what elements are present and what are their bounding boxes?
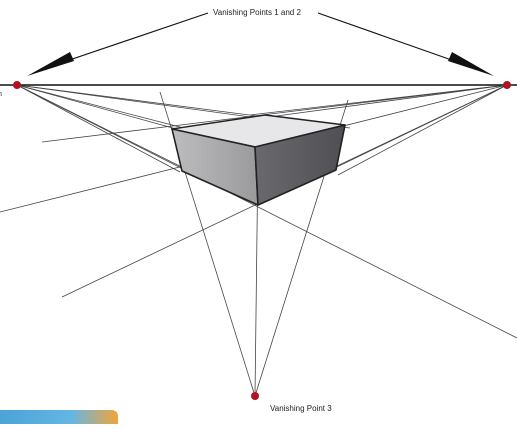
shaded-cube — [171, 114, 346, 206]
vp1-line — [16, 84, 517, 339]
vanishing-point-3 — [251, 392, 259, 400]
vp1-line — [16, 84, 181, 131]
vanishing-point-2 — [503, 81, 511, 89]
arrow-right-head — [448, 52, 494, 76]
vanishing-points-1-2-label: Vanishing Points 1 and 2 — [211, 8, 303, 18]
arrow-left-head — [27, 52, 74, 76]
vanishing-point-1 — [13, 81, 21, 89]
watermark-banner — [0, 410, 118, 424]
vp2-line — [337, 84, 508, 176]
vp1-line — [16, 84, 181, 173]
cube-right-face — [254, 124, 346, 206]
vp2-line — [249, 84, 508, 116]
cropped-left-label: n — [0, 91, 2, 98]
vp2-line — [41, 84, 508, 143]
vanishing-point-3-label: Vanishing Point 3 — [270, 404, 332, 413]
label-arrows — [27, 12, 494, 76]
vp1-convergence-lines — [16, 84, 517, 339]
